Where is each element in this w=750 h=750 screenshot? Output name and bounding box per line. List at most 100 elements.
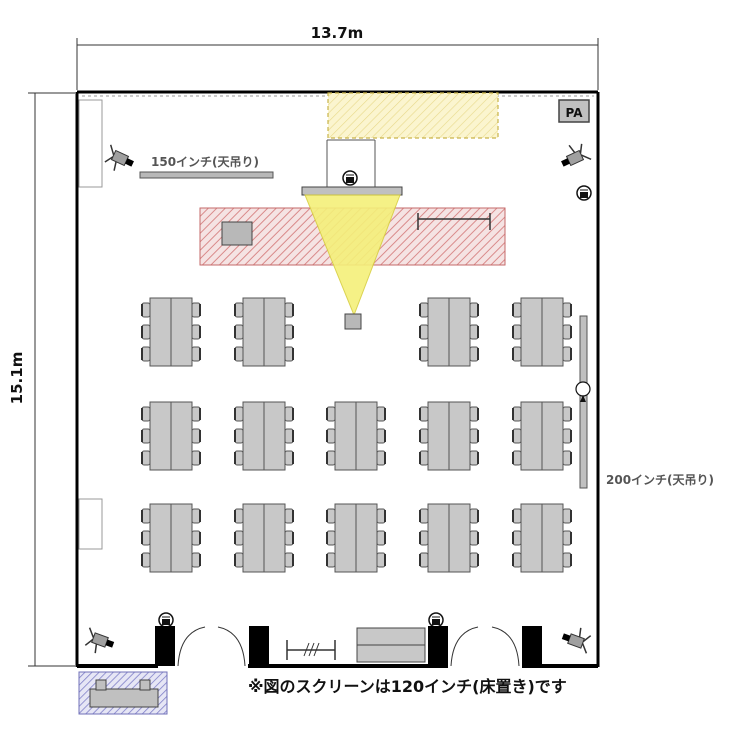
chair bbox=[141, 552, 151, 568]
footnote: ※図のスクリーンは120インチ(床置き)です bbox=[248, 677, 567, 696]
chair bbox=[326, 552, 336, 568]
chair bbox=[284, 552, 294, 568]
chair bbox=[562, 324, 572, 340]
screen-150-label: 150インチ(天吊り) bbox=[151, 155, 259, 169]
chair bbox=[141, 302, 151, 318]
chair bbox=[284, 324, 294, 340]
chair bbox=[469, 346, 479, 362]
chair bbox=[469, 406, 479, 422]
chair bbox=[141, 406, 151, 422]
chair bbox=[376, 450, 386, 466]
table bbox=[334, 401, 357, 471]
arrow-icon bbox=[580, 395, 586, 402]
height-label: 15.1m bbox=[8, 352, 26, 405]
wall-panel-left-top bbox=[78, 99, 103, 188]
chair bbox=[512, 508, 522, 524]
chair bbox=[284, 450, 294, 466]
chair bbox=[562, 346, 572, 362]
chair bbox=[141, 508, 151, 524]
table-group bbox=[234, 401, 294, 471]
chair bbox=[512, 428, 522, 444]
table bbox=[149, 297, 172, 367]
door-swing-icon bbox=[177, 626, 520, 667]
chair bbox=[284, 302, 294, 318]
chair bbox=[234, 428, 244, 444]
table-group bbox=[419, 297, 479, 367]
screen-150-bar bbox=[139, 171, 274, 179]
chair bbox=[562, 428, 572, 444]
chair bbox=[234, 324, 244, 340]
chair bbox=[191, 428, 201, 444]
table bbox=[149, 503, 172, 573]
chair bbox=[376, 406, 386, 422]
floor-screen-stand bbox=[301, 139, 403, 196]
table-group bbox=[141, 297, 201, 367]
spotlight-icon bbox=[84, 627, 115, 654]
table-group bbox=[141, 503, 201, 573]
chair bbox=[469, 530, 479, 546]
table bbox=[170, 401, 193, 471]
table-group bbox=[234, 503, 294, 573]
chair bbox=[469, 450, 479, 466]
table bbox=[520, 297, 543, 367]
table-group bbox=[326, 503, 386, 573]
chair bbox=[191, 302, 201, 318]
chair bbox=[562, 450, 572, 466]
table bbox=[541, 401, 564, 471]
table bbox=[334, 503, 357, 573]
chair bbox=[562, 508, 572, 524]
spotlight-icon bbox=[561, 627, 592, 654]
chair bbox=[326, 530, 336, 546]
width-label: 13.7m bbox=[311, 24, 364, 42]
table bbox=[427, 297, 450, 367]
screen-200-label: 200インチ(天吊り) bbox=[606, 473, 714, 487]
chair bbox=[419, 324, 429, 340]
table-groups bbox=[141, 297, 572, 573]
chair bbox=[376, 552, 386, 568]
table-group bbox=[512, 401, 572, 471]
speaker-icon bbox=[575, 381, 591, 397]
table bbox=[170, 297, 193, 367]
speaker-icon bbox=[342, 170, 358, 186]
pillar-left bbox=[155, 626, 175, 666]
speaker-icon bbox=[576, 185, 592, 201]
chair bbox=[469, 302, 479, 318]
chair bbox=[512, 302, 522, 318]
table-group bbox=[326, 401, 386, 471]
chair bbox=[284, 346, 294, 362]
chair bbox=[419, 346, 429, 362]
table bbox=[242, 401, 265, 471]
chair bbox=[234, 552, 244, 568]
chair bbox=[141, 450, 151, 466]
chair bbox=[234, 406, 244, 422]
chair bbox=[419, 428, 429, 444]
chair bbox=[191, 324, 201, 340]
spotlight-icon bbox=[561, 143, 592, 167]
chair bbox=[512, 450, 522, 466]
chair bbox=[326, 428, 336, 444]
chair bbox=[562, 406, 572, 422]
table-group bbox=[512, 503, 572, 573]
chair bbox=[141, 428, 151, 444]
pillar-center-right bbox=[428, 626, 448, 666]
equipment-rack bbox=[286, 640, 336, 660]
chair bbox=[326, 450, 336, 466]
fixtures bbox=[84, 143, 592, 654]
table bbox=[427, 401, 450, 471]
chair bbox=[284, 508, 294, 524]
chair bbox=[469, 552, 479, 568]
table bbox=[263, 297, 286, 367]
storage-cabinet bbox=[356, 627, 426, 663]
chair bbox=[512, 346, 522, 362]
chair bbox=[191, 406, 201, 422]
table bbox=[448, 297, 471, 367]
upper-stage-area bbox=[327, 92, 499, 139]
table bbox=[242, 297, 265, 367]
table bbox=[427, 503, 450, 573]
projector-icon bbox=[344, 313, 362, 330]
chair bbox=[284, 530, 294, 546]
table-group bbox=[512, 297, 572, 367]
chair bbox=[469, 508, 479, 524]
table bbox=[541, 297, 564, 367]
projection-beam bbox=[304, 194, 401, 317]
